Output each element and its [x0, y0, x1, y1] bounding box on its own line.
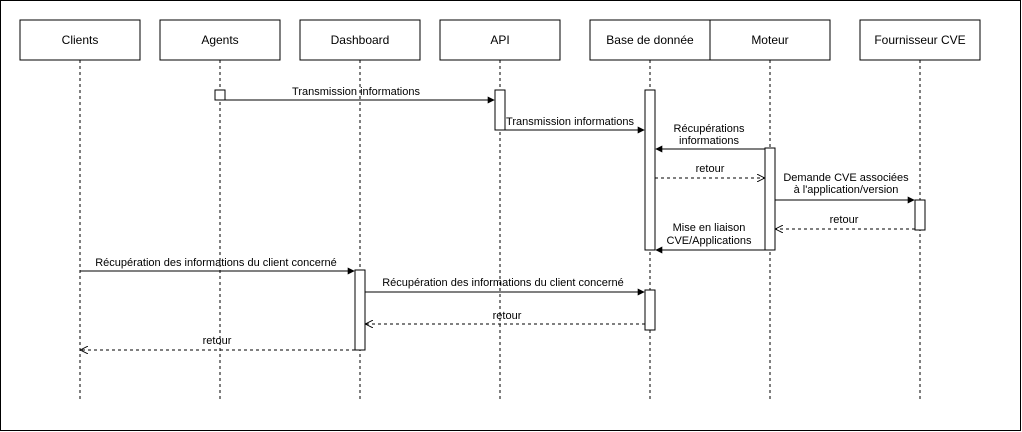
actor-dashboard: Dashboard [299, 19, 421, 400]
actor-agents: Agents [159, 19, 281, 400]
actor-box [589, 19, 711, 61]
msg-clients-dashboard: Récupération des informations du client … [80, 257, 355, 275]
activation-moteur [764, 147, 776, 251]
message-label-line1: Mise en liaison [673, 222, 746, 234]
message-label: retour [830, 214, 859, 226]
activation-cve [914, 199, 926, 231]
msg-api-db: Transmission informations [505, 116, 645, 134]
actor-moteur: Moteur [709, 19, 831, 400]
message-label-line2: informations [679, 135, 739, 147]
message-label: Transmission informations [292, 86, 420, 98]
message-label: retour [203, 335, 232, 347]
msg-moteur-db-liaison: Mise en liaison CVE/Applications [655, 222, 765, 254]
message-label-line1: Demande CVE associées [783, 172, 909, 184]
msg-cve-moteur-retour: retour [776, 214, 915, 229]
actor-cve: Fournisseur CVE [859, 19, 981, 400]
actor-label: Clients [62, 33, 99, 47]
actor-box [859, 19, 981, 61]
actor-box [19, 19, 141, 61]
actor-box [709, 19, 831, 61]
msg-db-moteur-retour: retour [655, 163, 764, 178]
message-label: Transmission informations [506, 116, 634, 128]
actor-label: Base de donnée [606, 33, 694, 47]
message-label: retour [493, 310, 522, 322]
message-label: Récupération des informations du client … [95, 257, 337, 269]
actor-label: Fournisseur CVE [874, 33, 965, 47]
message-label-line2: à l'application/version [794, 184, 899, 196]
actor-clients: Clients [19, 19, 141, 400]
message-label: Récupération des informations du client … [382, 277, 624, 289]
actor-box [439, 19, 561, 61]
activation-db-2 [644, 289, 656, 331]
actor-label: API [490, 33, 509, 47]
message-label-line2: CVE/Applications [667, 235, 752, 247]
activation-agents [214, 89, 226, 101]
actor-db: Base de donnée [589, 19, 711, 400]
msg-dashboard-db: Récupération des informations du client … [365, 277, 645, 296]
actor-box [299, 19, 421, 61]
msg-moteur-cve: Demande CVE associées à l'application/ve… [775, 172, 915, 204]
msg-dashboard-clients-retour: retour [81, 335, 355, 350]
message-label: retour [696, 163, 725, 175]
activation-db [644, 89, 656, 251]
msg-moteur-db-recup: Récupérations informations [655, 123, 765, 153]
actor-api: API [439, 19, 561, 400]
activation-dashboard [354, 269, 366, 351]
actor-label: Agents [201, 33, 238, 47]
message-label-line1: Récupérations [674, 123, 745, 135]
actor-label: Moteur [751, 33, 788, 47]
msg-agents-api: Transmission informations [225, 86, 495, 104]
msg-db-dashboard-retour: retour [366, 310, 645, 324]
activation-api [494, 89, 506, 131]
actor-label: Dashboard [331, 33, 390, 47]
